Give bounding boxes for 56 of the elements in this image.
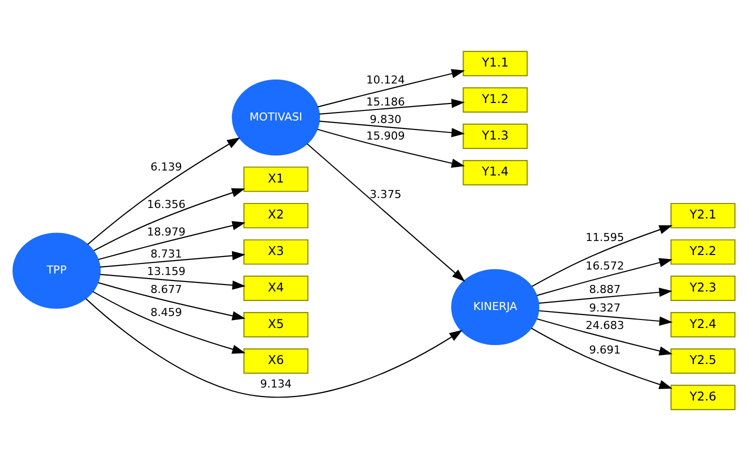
node-box: X2	[243, 202, 308, 228]
node-box: X4	[243, 276, 308, 302]
edge-label: 24.683	[586, 319, 624, 332]
edge-label: 15.186	[366, 95, 405, 108]
node-box: Y2.6	[670, 384, 736, 410]
arrow	[85, 298, 463, 398]
edge-label: 10.124	[366, 73, 405, 86]
arrow	[536, 258, 672, 296]
edge-label: 11.595	[586, 230, 624, 244]
edge-label: 8.677	[150, 282, 182, 296]
node-box: Y1.3	[462, 124, 528, 149]
arrow	[306, 143, 466, 282]
edge-label: 13.159	[146, 265, 186, 278]
arrow	[92, 291, 246, 354]
node-ellipse: TPP	[12, 232, 101, 309]
arrow	[94, 188, 246, 252]
arrow	[536, 318, 672, 356]
node-box: X5	[243, 312, 308, 338]
edge-label: 9.830	[370, 113, 402, 126]
node-box: Y1.2	[462, 87, 528, 113]
node-box: Y2.3	[670, 276, 736, 302]
arrow	[319, 98, 465, 115]
node-box: Y1.1	[462, 50, 528, 76]
node-box: Y2.1	[670, 202, 736, 228]
arrow	[538, 310, 673, 326]
node-box: X3	[243, 239, 308, 265]
edge-label: 18.979	[146, 225, 186, 238]
node-box: Y1.4	[462, 160, 528, 186]
node-ellipse: MOTIVASI	[232, 80, 320, 156]
node-box: Y2.2	[670, 239, 736, 265]
node-box: Y2.5	[670, 348, 736, 374]
arrow	[538, 288, 672, 304]
edge-label: 9.327	[589, 302, 621, 315]
node-box: X1	[243, 166, 308, 192]
edge-label: 8.887	[589, 282, 621, 296]
arrow	[532, 225, 673, 287]
edge-label: 8.459	[150, 306, 182, 319]
edge-label: 8.731	[150, 248, 182, 260]
edge-label: 3.375	[370, 188, 402, 201]
arrow	[100, 274, 246, 290]
arrow	[318, 69, 465, 108]
arrow	[531, 328, 672, 389]
edge-label: 9.691	[589, 343, 621, 356]
edge-label: 16.572	[586, 260, 624, 273]
edge-label: 16.356	[146, 198, 186, 211]
node-box: X6	[243, 348, 308, 374]
arrow	[87, 137, 240, 245]
arrow	[100, 251, 246, 268]
node-box: Y2.4	[670, 312, 736, 338]
edge-label: 9.134	[260, 378, 292, 391]
arrow	[98, 221, 246, 260]
arrow	[98, 282, 246, 320]
edge-label: 6.139	[150, 160, 182, 174]
arrow	[319, 120, 465, 138]
edge-label: 15.909	[366, 130, 405, 143]
arrow	[317, 128, 465, 168]
